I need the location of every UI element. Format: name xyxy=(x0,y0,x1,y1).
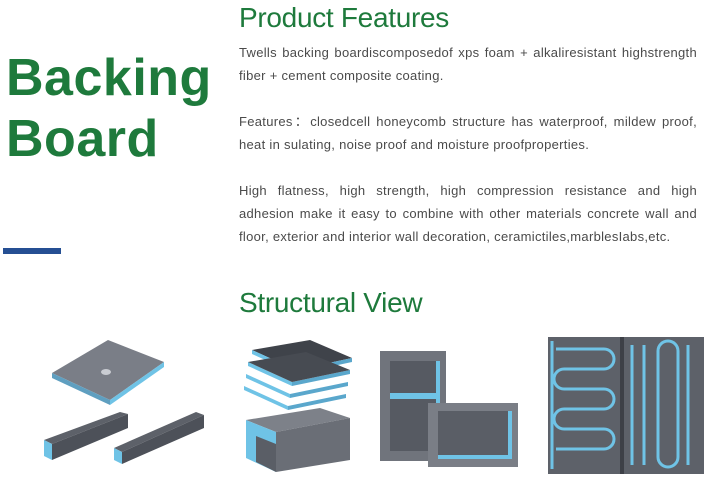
heating-groove-board-image xyxy=(548,337,704,474)
product-features-heading: Product Features xyxy=(239,2,449,33)
shower-niche-image xyxy=(380,351,518,467)
stacked-boards-image xyxy=(244,340,352,472)
accent-divider xyxy=(3,248,61,254)
feature-paragraph-applications: High flatness, high strength, high compr… xyxy=(239,183,697,244)
shower-tray-and-profiles-image xyxy=(44,340,204,464)
feature-paragraph-properties: Features：closedcell honeycomb structure … xyxy=(239,114,697,152)
page-title: Backing Board xyxy=(6,48,212,170)
page-title-line-2: Board xyxy=(6,110,159,168)
feature-paragraph-composition: Twells backing boardiscomposedof xps foa… xyxy=(239,45,697,83)
page-title-line-1: Backing xyxy=(6,49,212,107)
structural-view-heading: Structural View xyxy=(239,287,423,318)
